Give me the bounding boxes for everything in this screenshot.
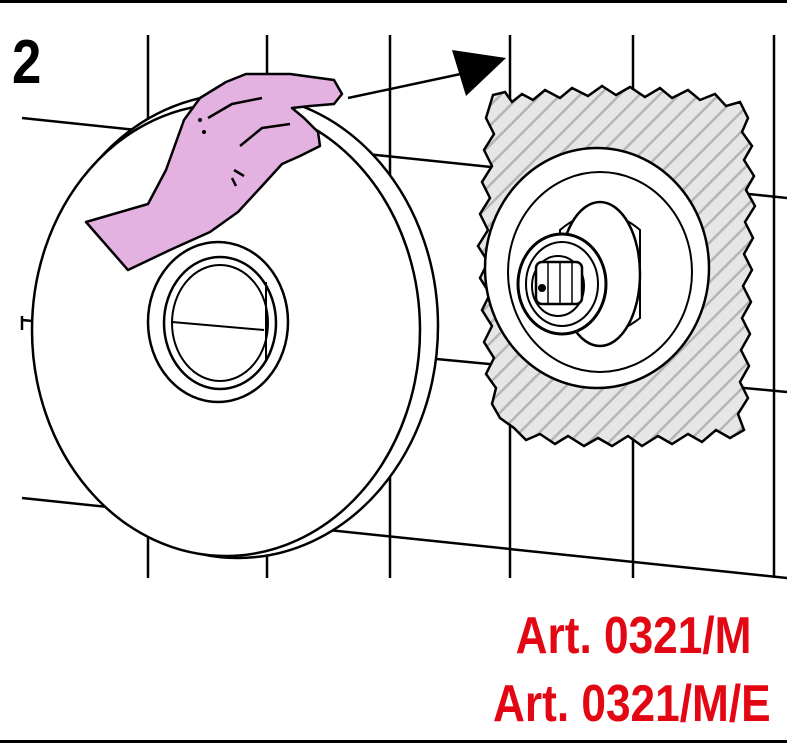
- valve-cartridge: [516, 232, 608, 336]
- top-rule: [0, 0, 787, 3]
- article-number-1: Art. 0321/M: [515, 607, 751, 665]
- bottom-rule: [0, 740, 787, 743]
- hand-icon: [84, 72, 344, 272]
- installation-illustration: [20, 35, 787, 580]
- direction-arrow-icon: [347, 50, 506, 100]
- article-number-2: Art. 0321/M/E: [493, 675, 771, 733]
- step-number: 2: [12, 28, 42, 97]
